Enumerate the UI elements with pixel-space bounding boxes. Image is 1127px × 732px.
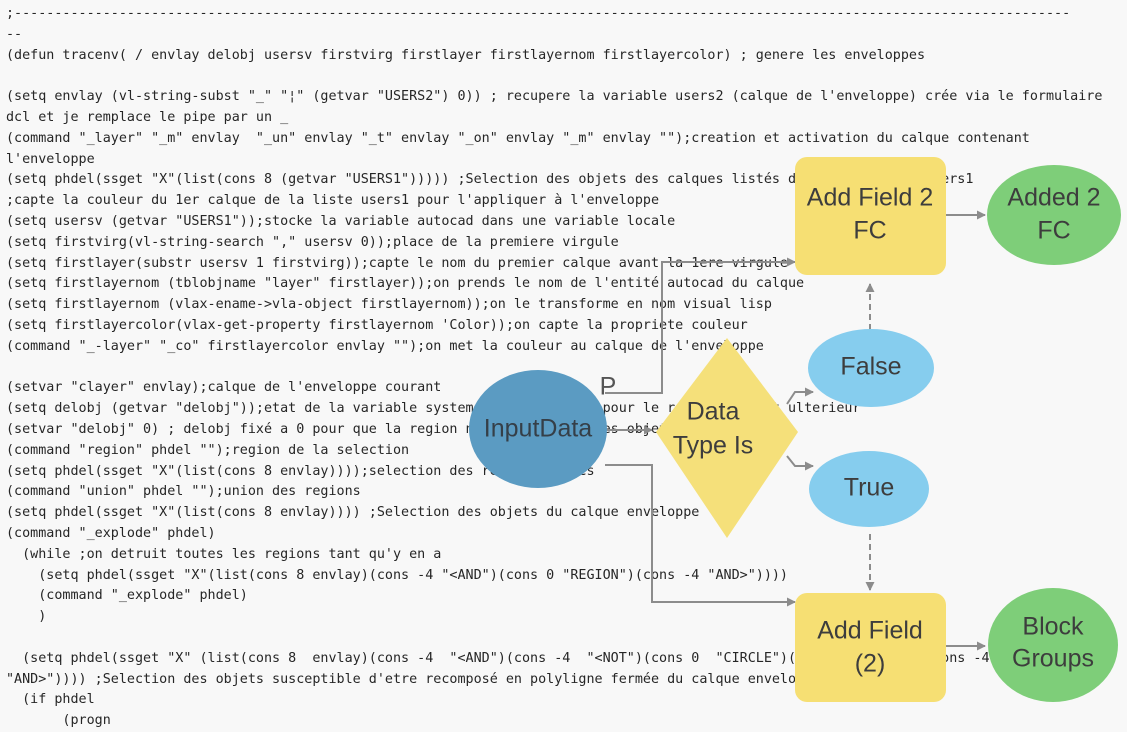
code-line: -- xyxy=(6,26,23,42)
code-line: (progn xyxy=(6,713,111,729)
code-line: (if phdel xyxy=(6,692,95,708)
code-line: (setq envlay (vl-string-subst "_" "¦" (g… xyxy=(6,89,1103,105)
code-line: (setq firstlayernom (vlax-ename->vla-obj… xyxy=(6,297,772,313)
code-line: (setvar "clayer" envlay);calque de l'env… xyxy=(6,380,442,396)
svg-text:Added 2: Added 2 xyxy=(1007,184,1100,212)
code-line: (command "_layer" "_m" envlay "_un" envl… xyxy=(6,130,1030,146)
code-line: (command "_explode" phdel) xyxy=(6,588,248,604)
svg-text:(2): (2) xyxy=(855,650,886,678)
connector-decision-to-false xyxy=(786,387,814,405)
code-line: dcl et je remplace le pipe par un _ xyxy=(6,109,289,125)
code-line: (setq firstlayernom (tblobjname "layer" … xyxy=(6,276,805,292)
code-line: (defun tracenv( / envlay delobj usersv f… xyxy=(6,47,926,63)
code-line: l'enveloppe xyxy=(6,151,95,167)
connector-decision-to-true xyxy=(786,455,814,471)
code-line: (while ;on detruit toutes les regions ta… xyxy=(6,546,442,562)
code-line: (setq firstlayercolor(vlax-get-property … xyxy=(6,317,748,333)
lisp-code-listing: ;---------------------------------------… xyxy=(6,4,1124,732)
code-line: (setq usersv (getvar "USERS1"));stocke l… xyxy=(6,213,676,229)
node-true[interactable]: True xyxy=(809,451,929,527)
code-line: (command "union" phdel "");union des reg… xyxy=(6,484,361,500)
svg-text:True: True xyxy=(844,474,894,502)
connector-input-to-add-field-fc xyxy=(605,257,796,394)
node-input-data[interactable]: InputData xyxy=(469,370,607,488)
svg-text:Add Field: Add Field xyxy=(817,617,923,645)
node-add-field-2[interactable]: Add Field (2) xyxy=(795,593,946,702)
svg-text:Add Field 2: Add Field 2 xyxy=(807,184,933,212)
code-line: (command "region" phdel "");region de la… xyxy=(6,442,410,458)
code-line: (command "_-layer" "_co" firstlayercolor… xyxy=(6,338,764,354)
code-line: ;---------------------------------------… xyxy=(6,6,1071,21)
svg-text:False: False xyxy=(840,353,901,381)
node-false[interactable]: False xyxy=(808,329,934,407)
connector-input-to-add-field xyxy=(605,464,796,607)
code-line: ;capte la couleur du 1er calque de la li… xyxy=(6,193,660,209)
svg-text:FC: FC xyxy=(1037,217,1070,245)
node-add-field-2-fc[interactable]: Add Field 2 FC xyxy=(795,157,946,275)
code-line: (setq firstlayer(substr usersv 1 firstvi… xyxy=(6,255,788,271)
code-line: (command "_explode" phdel) xyxy=(6,525,216,541)
code-line: (setq phdel(ssget "X"(list(cons 8 envlay… xyxy=(6,505,700,521)
svg-text:Groups: Groups xyxy=(1012,645,1094,673)
code-line: (setq firstvirg(vl-string-search "," use… xyxy=(6,234,619,250)
node-data-type-is[interactable]: Data Type Is xyxy=(656,338,798,538)
svg-text:Type Is: Type Is xyxy=(673,432,754,460)
svg-text:FC: FC xyxy=(853,217,886,245)
svg-text:Block: Block xyxy=(1022,613,1084,641)
code-line: (setq phdel(ssget "X"(list(cons 8 envlay… xyxy=(6,567,788,583)
svg-text:InputData: InputData xyxy=(484,415,593,443)
svg-text:Data: Data xyxy=(687,398,740,426)
node-block-groups[interactable]: Block Groups xyxy=(988,588,1118,702)
code-line: "AND>")))) ;Selection des objets suscept… xyxy=(6,671,821,687)
node-added-2-fc[interactable]: Added 2 FC xyxy=(987,165,1121,265)
connectors xyxy=(605,210,986,651)
code-line: ) xyxy=(6,609,47,625)
parameter-p-label: P xyxy=(600,373,617,401)
